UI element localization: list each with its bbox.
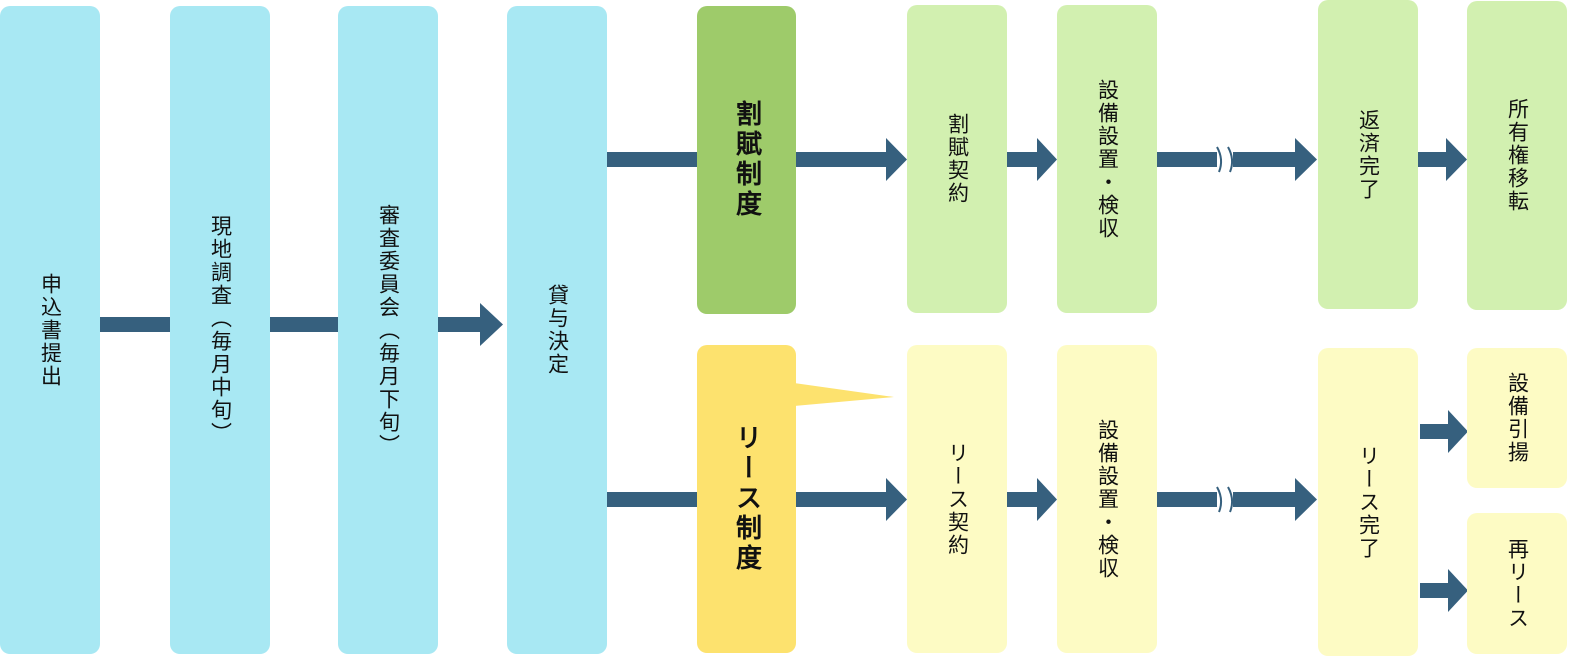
installment-contract-label: 割賦契約 (945, 113, 970, 205)
lease-omission-mark (1216, 486, 1234, 513)
arrow-lease-contract-shaft (796, 492, 888, 507)
arrow-installment-transfer-head (1446, 138, 1467, 181)
arrow-installment-contract-shaft (796, 152, 888, 167)
installment-complete-label: 返済完了 (1356, 108, 1381, 201)
arrow-lease-removal-shaft (1420, 424, 1450, 439)
installment-install-label: 設備設置・検収 (1095, 78, 1120, 240)
installment-complete-box: 返済完了 (1318, 0, 1418, 309)
installment-transfer-label: 所有権移転 (1505, 98, 1530, 213)
connector-decision-lease (607, 492, 697, 507)
arrow-lease-release-shaft (1420, 583, 1450, 598)
arrow-installment-install-shaft (1007, 152, 1039, 167)
step-decision-label: 貸与決定 (545, 284, 570, 376)
lease-removal-label: 設備引揚 (1505, 372, 1530, 464)
lease-title: リース制度 (731, 424, 762, 574)
arrow-lease-install-head (1037, 478, 1057, 521)
arrow-review-decision-head (480, 303, 503, 346)
lease-removal-box: 設備引揚 (1467, 348, 1567, 488)
installment-transfer-box: 所有権移転 (1467, 1, 1567, 310)
step-survey-box: 現地調査（毎月中旬） (170, 6, 270, 654)
connector-survey-review (270, 317, 338, 332)
installment-title-box: 割賦制度 (697, 6, 796, 314)
arrow-lease-complete-head (1295, 478, 1317, 521)
installment-install-box: 設備設置・検収 (1057, 5, 1157, 313)
arrow-installment-install-head (1037, 138, 1057, 181)
arrow-review-decision-shaft (438, 317, 482, 332)
step-review-label: 審査委員会（毎月下旬） (376, 203, 401, 457)
step-survey-label: 現地調査（毎月中旬） (208, 215, 233, 445)
step-apply-label: 申込書提出 (38, 272, 63, 388)
arrow-installment-complete-shaft-a (1157, 152, 1217, 167)
step-apply-box: 申込書提出 (0, 6, 100, 654)
lease-contract-label: リース契約 (945, 441, 970, 557)
installment-title: 割賦制度 (731, 100, 762, 220)
lease-install-label: 設備設置・検収 (1095, 418, 1120, 580)
lease-install-box: 設備設置・検収 (1057, 345, 1157, 653)
connector-apply-survey (100, 317, 170, 332)
arrow-installment-complete-head (1295, 138, 1317, 181)
lease-release-label: 再リース (1505, 537, 1530, 630)
arrow-lease-removal-head (1448, 410, 1468, 453)
lease-title-box: リース制度 (697, 345, 796, 653)
arrow-installment-complete-shaft-b (1233, 152, 1297, 167)
step-review-box: 審査委員会（毎月下旬） (338, 6, 438, 654)
installment-contract-box: 割賦契約 (907, 5, 1007, 313)
lease-complete-box: リース完了 (1318, 348, 1418, 656)
arrow-installment-contract-head (886, 138, 907, 181)
lease-release-box: 再リース (1467, 513, 1567, 654)
lease-title-pointer (794, 383, 894, 406)
connector-decision-installment (607, 152, 697, 167)
arrow-lease-contract-head (886, 478, 907, 521)
installment-omission-mark (1216, 146, 1234, 173)
step-decision-box: 貸与決定 (507, 6, 607, 654)
arrow-lease-complete-shaft-b (1233, 492, 1297, 507)
arrow-lease-install-shaft (1007, 492, 1039, 507)
arrow-lease-release-head (1448, 569, 1468, 612)
lease-contract-box: リース契約 (907, 345, 1007, 653)
arrow-lease-complete-shaft-a (1157, 492, 1217, 507)
lease-complete-label: リース完了 (1356, 444, 1381, 560)
arrow-installment-transfer-shaft (1418, 152, 1448, 167)
